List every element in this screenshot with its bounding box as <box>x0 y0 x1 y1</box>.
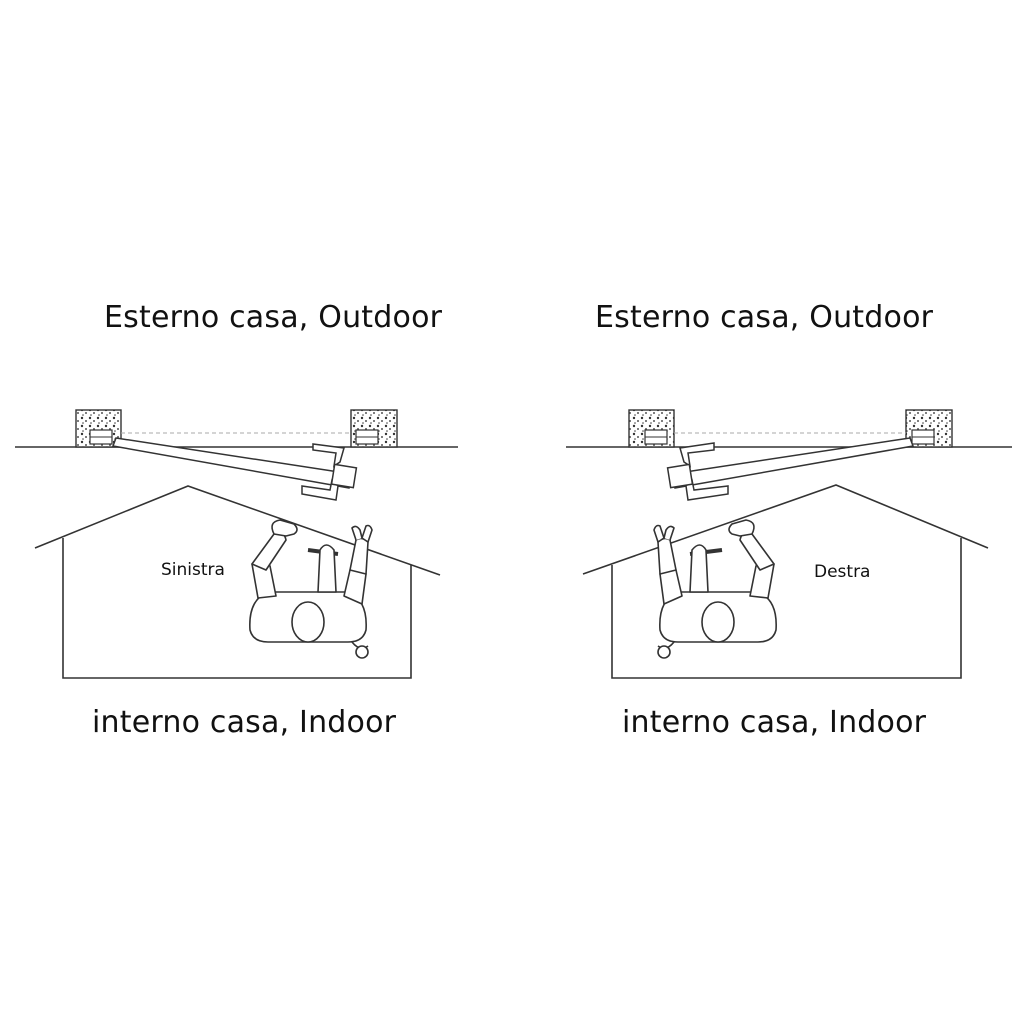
house-roof <box>582 484 989 575</box>
indoor-label: interno casa, Indoor <box>92 705 397 740</box>
door-leaf <box>111 437 358 501</box>
house-walls <box>62 538 412 679</box>
left-scene <box>15 409 458 679</box>
side-label: Sinistra <box>161 560 225 580</box>
outdoor-label: Esterno casa, Outdoor <box>595 300 934 335</box>
house-roof <box>34 485 441 576</box>
outdoor-label: Esterno casa, Outdoor <box>104 300 443 335</box>
door-leaf <box>666 437 915 501</box>
person-icon <box>653 519 777 659</box>
house-walls <box>611 538 962 679</box>
side-label: Destra <box>814 562 871 582</box>
person-icon <box>249 519 373 659</box>
right-scene <box>566 409 1012 679</box>
indoor-label: interno casa, Indoor <box>622 705 927 740</box>
